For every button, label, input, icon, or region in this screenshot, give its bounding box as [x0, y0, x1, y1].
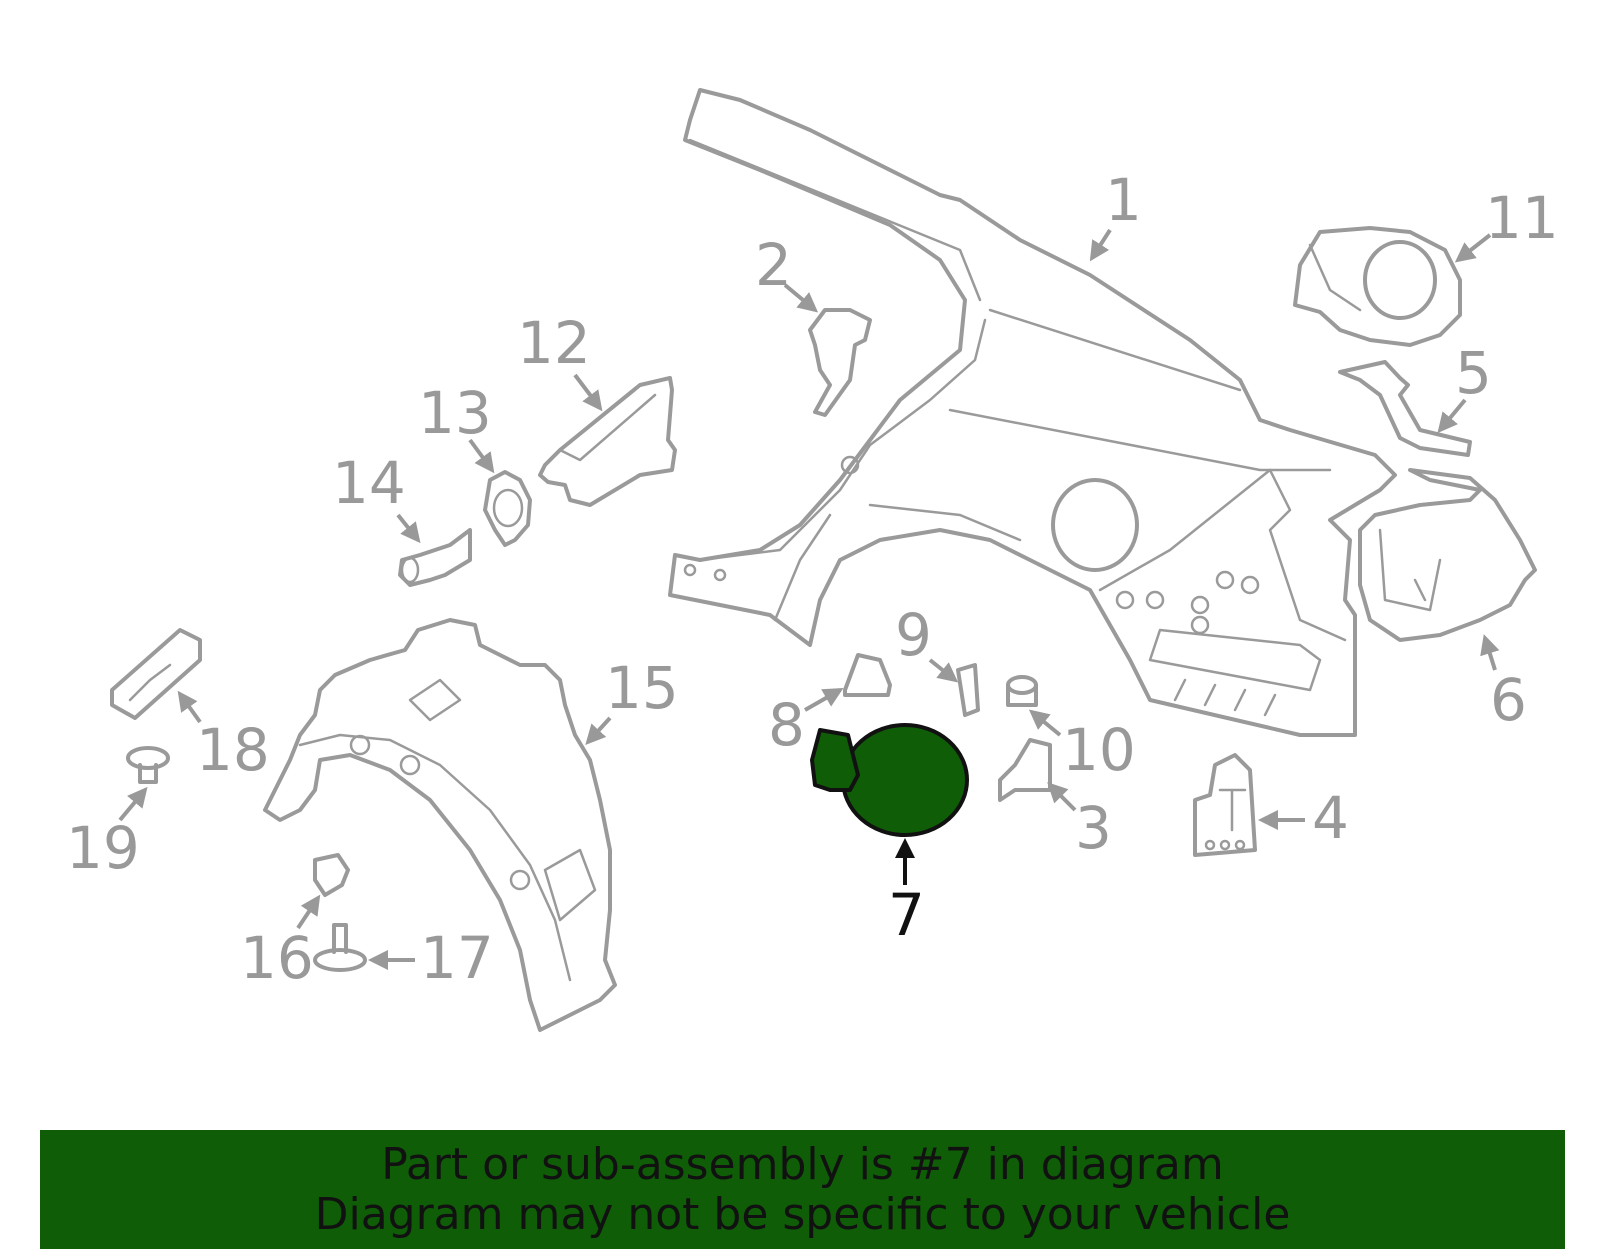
- part-4-bracket: [1193, 753, 1257, 857]
- callout-19: 19: [66, 814, 140, 882]
- info-banner: Part or sub-assembly is #7 in diagram Di…: [40, 1130, 1565, 1249]
- part-6-rear-panel: [1358, 468, 1537, 642]
- leader-18: [177, 690, 202, 724]
- callout-7: 7: [888, 881, 925, 949]
- part-11-filler-housing: [1293, 226, 1462, 347]
- callout-13: 13: [418, 379, 492, 447]
- leader-lines: [118, 228, 1500, 970]
- callout-14: 14: [332, 449, 406, 517]
- callout-12: 12: [517, 309, 591, 377]
- callout-9: 9: [895, 601, 932, 669]
- leader-13: [468, 438, 495, 474]
- part-5-bracket: [1338, 360, 1472, 457]
- part-12-actuator: [538, 376, 677, 507]
- banner-line-1: Part or sub-assembly is #7 in diagram: [381, 1138, 1224, 1190]
- callout-6: 6: [1490, 666, 1527, 734]
- leader-16: [296, 894, 321, 930]
- part-7-fuel-door[interactable]: [810, 723, 969, 837]
- callout-1: 1: [1105, 166, 1142, 234]
- part-13-grommet: [483, 470, 532, 547]
- callout-17: 17: [420, 924, 494, 992]
- callout-2: 2: [755, 231, 792, 299]
- callout-4: 4: [1312, 784, 1349, 852]
- callout-18: 18: [196, 716, 270, 784]
- callout-16: 16: [240, 924, 314, 992]
- leader-3: [1047, 782, 1077, 812]
- part-3-bracket: [998, 738, 1052, 802]
- callout-11: 11: [1485, 184, 1559, 252]
- leader-6: [1480, 634, 1500, 671]
- callout-15: 15: [605, 654, 679, 722]
- callout-3: 3: [1075, 794, 1112, 862]
- callout-labels: 1 2 3 4 5 6 7 8 9 10 11 12 13 14 15 16 1…: [66, 166, 1559, 992]
- callout-10: 10: [1062, 716, 1136, 784]
- part-16-clip: [313, 853, 350, 897]
- part-2-bracket: [808, 308, 872, 417]
- part-14-switch: [398, 528, 472, 587]
- part-15-wheel-liner: [263, 618, 617, 1032]
- leader-8: [804, 688, 844, 712]
- part-19-pin: [126, 746, 170, 784]
- leader-9: [928, 658, 959, 683]
- part-17-fastener: [313, 923, 367, 972]
- leader-10: [1028, 709, 1062, 737]
- part-18-clip: [110, 628, 202, 720]
- leader-12: [573, 373, 603, 412]
- leader-1: [1089, 228, 1112, 262]
- leader-5: [1437, 398, 1467, 434]
- part-8-hinge: [843, 653, 892, 697]
- banner-line-2: Diagram may not be specific to your vehi…: [314, 1188, 1291, 1240]
- leader-11: [1454, 233, 1492, 263]
- part-10-bumper: [1006, 675, 1038, 707]
- part-9-seal: [956, 663, 980, 717]
- leader-19: [118, 786, 148, 822]
- leader-2: [783, 283, 819, 313]
- part-1-quarter-panel: [668, 88, 1397, 737]
- leader-14: [396, 513, 421, 544]
- callout-5: 5: [1455, 339, 1492, 407]
- callout-8: 8: [768, 691, 805, 759]
- leader-15: [585, 716, 612, 745]
